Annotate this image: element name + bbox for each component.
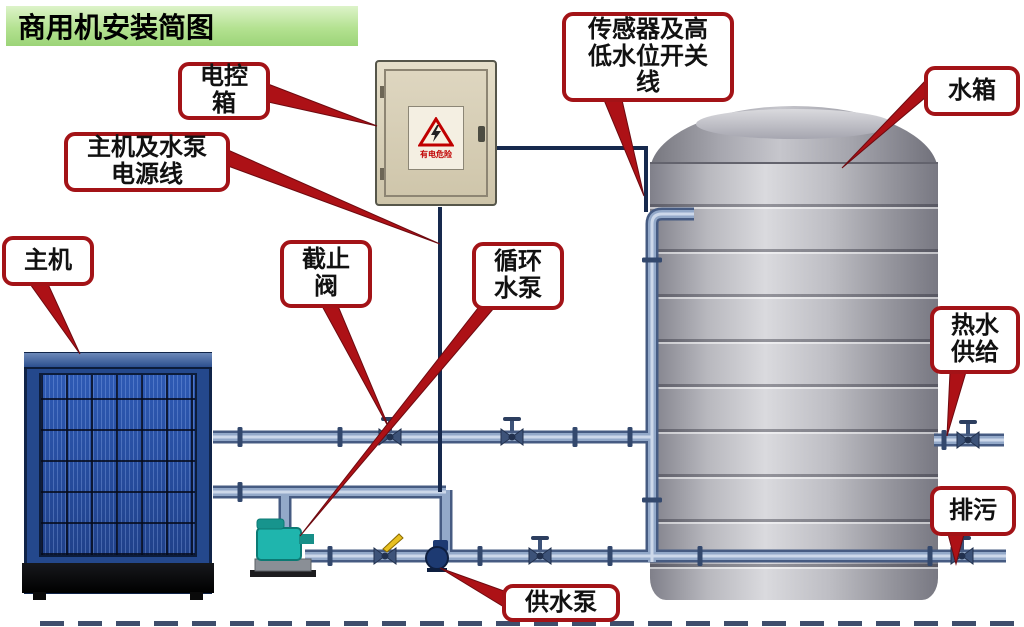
heat-pump-coil-grille xyxy=(39,373,197,557)
warning-triangle-icon xyxy=(418,116,454,146)
pointer-circulation-pump xyxy=(299,307,496,537)
callout-supply-pump-label: 供水泵 xyxy=(525,589,597,616)
pointer-hot-water xyxy=(946,371,967,437)
tank-top-cap xyxy=(696,109,892,139)
callout-hot-water: 热水供给 xyxy=(930,306,1020,374)
callout-stop-valve: 截止阀 xyxy=(280,240,372,308)
callout-water-tank-label: 水箱 xyxy=(948,77,996,104)
pointer-main-unit xyxy=(29,283,81,355)
callout-circulation-pump: 循环水泵 xyxy=(472,242,564,310)
sensor-wire xyxy=(497,146,648,212)
callout-supply-pump: 供水泵 xyxy=(502,584,620,622)
circulation-pump xyxy=(250,518,316,577)
control-box-hinge xyxy=(380,168,384,180)
heat-pump-foot xyxy=(190,592,203,600)
callout-water-tank: 水箱 xyxy=(924,66,1020,116)
electric-hazard-sign: 有电危险 xyxy=(408,106,464,170)
pointer-supply-pump xyxy=(439,567,505,608)
callout-main-unit-label: 主机 xyxy=(24,247,72,274)
heat-pump-unit xyxy=(22,352,214,600)
callout-power-line: 主机及水泵电源线 xyxy=(64,132,230,192)
pointer-power-line xyxy=(227,149,441,245)
heat-pump-top-panel xyxy=(24,353,212,369)
callout-control-box-label: 电控箱 xyxy=(200,64,248,117)
pointer-control-box xyxy=(267,83,378,127)
electric-control-box: 有电危险 xyxy=(375,60,497,206)
control-box-hinge xyxy=(380,86,384,98)
callout-circulation-pump-label: 循环水泵 xyxy=(494,249,542,302)
page-title: 商用机安装简图 xyxy=(6,6,358,46)
floor-line xyxy=(40,621,1024,626)
control-box-handle xyxy=(478,126,485,142)
tank-body xyxy=(650,162,938,600)
callout-main-unit: 主机 xyxy=(2,236,94,286)
callout-drain: 排污 xyxy=(930,486,1016,536)
supply-pump xyxy=(425,540,449,572)
callout-control-box: 电控箱 xyxy=(178,62,270,120)
callout-stop-valve-label: 截止阀 xyxy=(302,247,350,300)
callout-sensor-line-label: 传感器及高低水位开关线 xyxy=(588,16,708,97)
heat-pump-foot xyxy=(33,592,46,600)
heat-pump-base xyxy=(22,563,214,593)
page-title-text: 商用机安装简图 xyxy=(18,12,215,43)
callout-hot-water-label: 热水供给 xyxy=(951,313,999,366)
callout-sensor-line: 传感器及高低水位开关线 xyxy=(562,12,734,102)
callout-drain-label: 排污 xyxy=(949,497,997,524)
warning-sign-text: 有电危险 xyxy=(420,149,452,159)
callout-power-line-label: 主机及水泵电源线 xyxy=(87,135,207,188)
pointer-stop-valve xyxy=(321,305,391,431)
pointer-water-tank xyxy=(841,78,927,169)
